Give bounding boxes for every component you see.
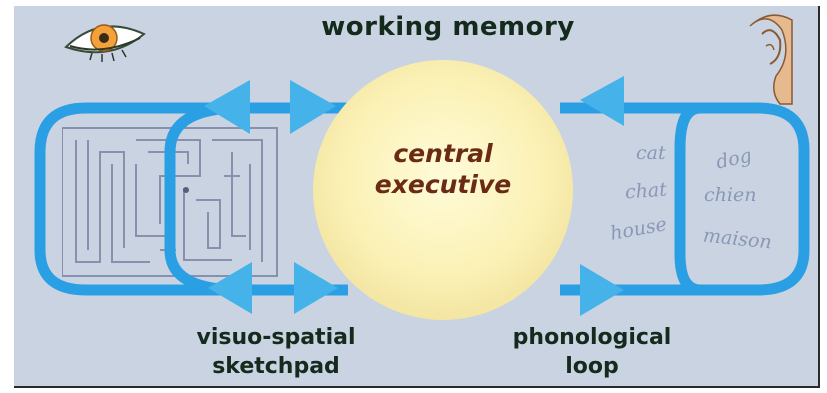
arrow-left-top-b [580, 76, 624, 126]
arrow-left-bottom [208, 262, 252, 314]
arrow-right-bottom-b [580, 264, 624, 316]
maze-icon [62, 127, 278, 277]
central-executive-circle [313, 60, 573, 320]
central-executive-line2: executive [374, 170, 512, 199]
central-executive-line1: central [393, 139, 493, 168]
connection-loops [34, 102, 810, 296]
word-chat: chat [624, 178, 668, 204]
phonological-loop-label: phonological loop [492, 323, 692, 381]
sketchpad-line2: sketchpad [212, 354, 340, 379]
arrow-right-bottom-a [294, 262, 338, 314]
diagram-title: working memory [321, 12, 575, 42]
arrow-left-top-a [204, 80, 250, 134]
visuo-spatial-sketchpad-label: visuo-spatial sketchpad [176, 323, 376, 381]
word-chien: chien [704, 184, 757, 206]
phonological-outer-loop [560, 102, 810, 296]
ear-icon [749, 14, 793, 105]
sketchpad-outer-loop [34, 102, 240, 296]
arrow-right-top [290, 80, 336, 134]
word-cat: cat [636, 142, 666, 164]
sketchpad-inner-loop [164, 102, 348, 296]
loop-line2: loop [565, 354, 619, 379]
central-executive-label: central executive [358, 138, 528, 200]
arrowheads [204, 76, 624, 316]
eye-icon [64, 24, 146, 62]
maze-dot [183, 187, 189, 193]
sketchpad-line1: visuo-spatial [196, 325, 356, 350]
loop-line1: phonological [512, 325, 672, 350]
